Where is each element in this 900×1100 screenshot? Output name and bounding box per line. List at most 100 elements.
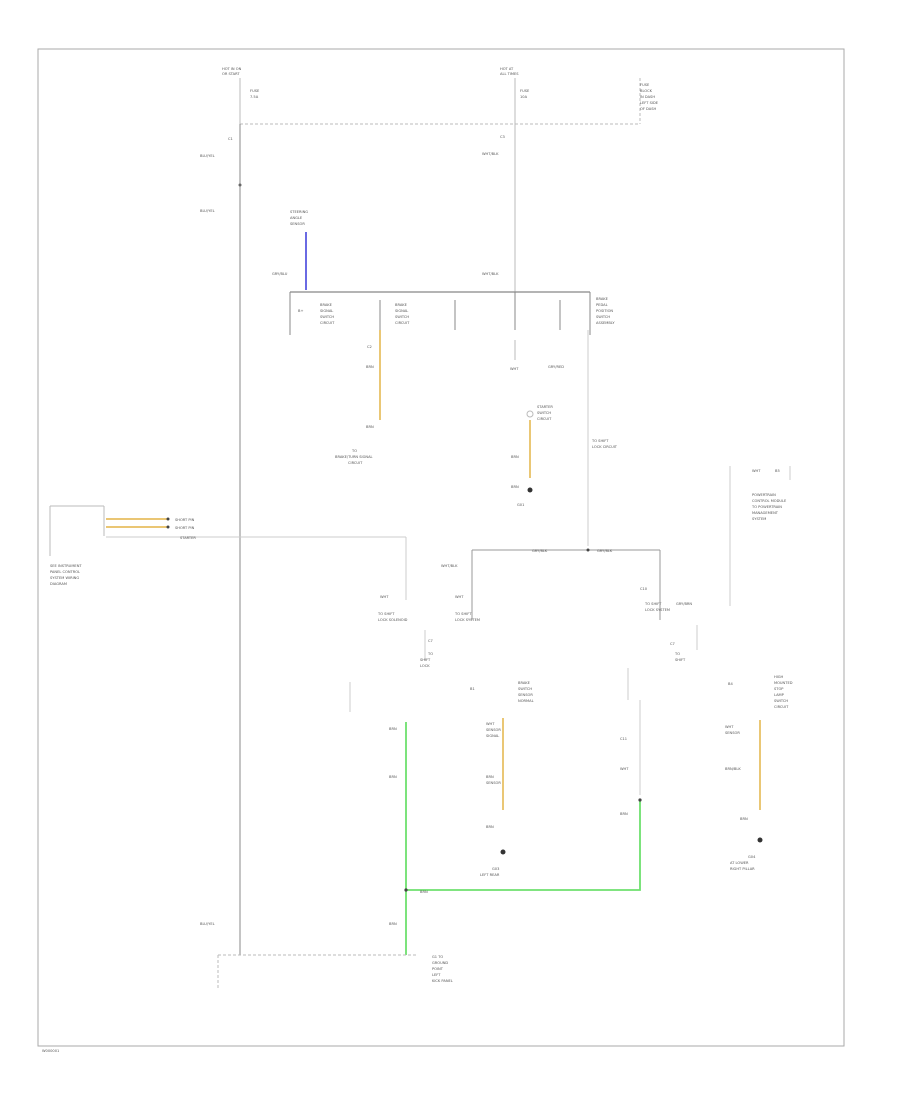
circuit-stop-signal: C2 BRN BRN TO BRAKE/TURN SIGNAL CIRCUIT [335,330,381,465]
svg-text:GRY/BRN: GRY/BRN [676,602,692,606]
svg-text:ASSEMBLY: ASSEMBLY [596,321,615,325]
svg-text:SYSTEM: SYSTEM [752,517,766,521]
svg-text:CIRCUIT: CIRCUIT [395,321,410,325]
svg-text:TO SHIFT: TO SHIFT [377,612,395,616]
switch-module-labels: B+ BRAKE SIGNAL SWITCH CIRCUIT BRAKE SIG… [298,297,615,325]
svg-text:TO SHIFT: TO SHIFT [591,439,609,443]
svg-text:SENSOR: SENSOR [486,781,501,785]
svg-text:GRY/BLK: GRY/BLK [597,549,613,553]
left-wire-labels: BLU/YEL BLU/YEL BLU/YEL C1 [200,137,233,926]
svg-text:POINT: POINT [432,967,444,971]
fuse-left-label: HOT IN ON [222,67,242,71]
svg-text:LEFT SIDE: LEFT SIDE [640,101,659,105]
svg-text:SWITCH: SWITCH [518,687,532,691]
svg-text:BRN: BRN [620,812,628,816]
ground-wire-green: BRN BRN BRN BRN [389,722,642,955]
svg-text:SENSOR: SENSOR [486,728,501,732]
svg-text:G04: G04 [748,855,756,859]
svg-text:SWITCH: SWITCH [320,315,334,319]
svg-text:BRN/BLK: BRN/BLK [725,767,741,771]
svg-text:SHIFT: SHIFT [675,658,686,662]
svg-text:C10: C10 [640,587,648,591]
svg-text:TO: TO [351,449,357,453]
left-module: SHORT PIN SHORT PIN STARTER SEE INSTRUME… [49,505,407,600]
svg-text:FUSE: FUSE [640,83,650,87]
svg-text:BRAKE: BRAKE [320,303,333,307]
svg-text:OF DASH: OF DASH [640,107,656,111]
svg-text:GROUND: GROUND [432,961,448,965]
svg-text:SIGNAL: SIGNAL [486,734,499,738]
svg-text:GRY/RED: GRY/RED [548,365,564,369]
svg-text:BRN: BRN [366,425,374,429]
svg-text:GRY/BLK: GRY/BLK [532,549,548,553]
svg-text:C7: C7 [428,639,433,643]
svg-text:BLU/YEL: BLU/YEL [200,922,215,926]
svg-text:G03: G03 [492,867,499,871]
fuse-labels: HOT IN ON OR START HOT AT ALL TIMES FUSE… [222,67,659,111]
svg-text:BLU/YEL: BLU/YEL [200,209,215,213]
svg-text:BLU/YEL: BLU/YEL [200,154,215,158]
svg-text:BRN: BRN [511,455,519,459]
svg-text:STARTER: STARTER [180,536,196,540]
svg-text:SHIFT: SHIFT [420,658,431,662]
svg-text:WHT: WHT [510,367,519,371]
svg-text:KICK PANEL: KICK PANEL [432,979,453,983]
svg-text:LAMP: LAMP [774,693,785,697]
svg-text:SHORT PIN: SHORT PIN [175,526,195,530]
svg-text:WHT: WHT [380,595,389,599]
svg-text:LEFT: LEFT [432,973,441,977]
svg-text:PANEL CONTROL: PANEL CONTROL [50,570,80,574]
svg-text:BRN: BRN [366,365,374,369]
svg-text:SWITCH: SWITCH [395,315,409,319]
svg-text:BRAKE/TURN SIGNAL: BRAKE/TURN SIGNAL [335,455,373,459]
svg-text:LOCK CIRCUIT: LOCK CIRCUIT [592,445,618,449]
svg-text:B5: B5 [775,469,780,473]
svg-text:SIGNAL: SIGNAL [320,309,333,313]
svg-text:STARTER: STARTER [537,405,553,409]
svg-text:C7: C7 [670,642,675,646]
svg-text:C1: C1 [228,137,233,141]
svg-text:LOCK SYSTEM: LOCK SYSTEM [645,608,670,612]
svg-text:TO: TO [427,652,433,656]
svg-text:BRN: BRN [389,727,397,731]
svg-text:C11: C11 [620,737,627,741]
svg-text:C3: C3 [500,135,505,139]
svg-text:CIRCUIT: CIRCUIT [348,461,363,465]
diagram-code: W000001 [42,1049,59,1053]
svg-text:BRN: BRN [486,775,494,779]
shift-lock-section: C7 TO SHIFT LOCK C7 TO SHIFT [349,625,698,712]
svg-text:TO SHIFT: TO SHIFT [454,612,472,616]
svg-text:MANAGEMENT: MANAGEMENT [752,511,779,515]
svg-text:WHT: WHT [620,767,629,771]
svg-text:FUSE: FUSE [520,89,530,93]
svg-text:POSITION: POSITION [596,309,613,313]
svg-text:WHT: WHT [752,469,761,473]
svg-text:MOUNTED: MOUNTED [774,681,793,685]
svg-text:SENSOR: SENSOR [290,222,305,226]
fuse-right-label: HOT AT [500,67,514,71]
svg-text:LOCK SYSTEM: LOCK SYSTEM [455,618,480,622]
svg-text:WHT: WHT [486,722,495,726]
svg-text:B+: B+ [298,309,303,313]
svg-text:CONTROL MODULE: CONTROL MODULE [752,499,787,503]
svg-text:WHT: WHT [725,725,734,729]
svg-text:FUSE: FUSE [250,89,260,93]
lamp-module-right: B4 HIGH MOUNTED STOP LAMP SWITCH CIRCUIT… [725,675,793,871]
svg-text:RIGHT PILLAR: RIGHT PILLAR [730,867,755,871]
svg-text:BRN: BRN [486,825,494,829]
svg-text:SWITCH: SWITCH [596,315,610,319]
svg-text:BRN: BRN [420,890,428,894]
svg-text:GRY/BLU: GRY/BLU [272,272,288,276]
svg-text:BRN: BRN [740,817,748,821]
svg-text:CIRCUIT: CIRCUIT [774,705,789,709]
fuse-block-top [239,78,641,125]
svg-text:BLOCK: BLOCK [640,89,653,93]
svg-text:BRAKE: BRAKE [596,297,609,301]
svg-text:C2: C2 [367,345,372,349]
svg-text:STEERING: STEERING [290,210,308,214]
svg-text:HIGH: HIGH [774,675,784,679]
right-module: WHT B5 POWERTRAIN CONTROL MODULE TO POWE… [729,466,791,606]
svg-text:SYSTEM WIRING: SYSTEM WIRING [50,576,79,580]
svg-text:LEFT REAR: LEFT REAR [480,873,500,877]
svg-text:SEE INSTRUMENT: SEE INSTRUMENT [50,564,82,568]
